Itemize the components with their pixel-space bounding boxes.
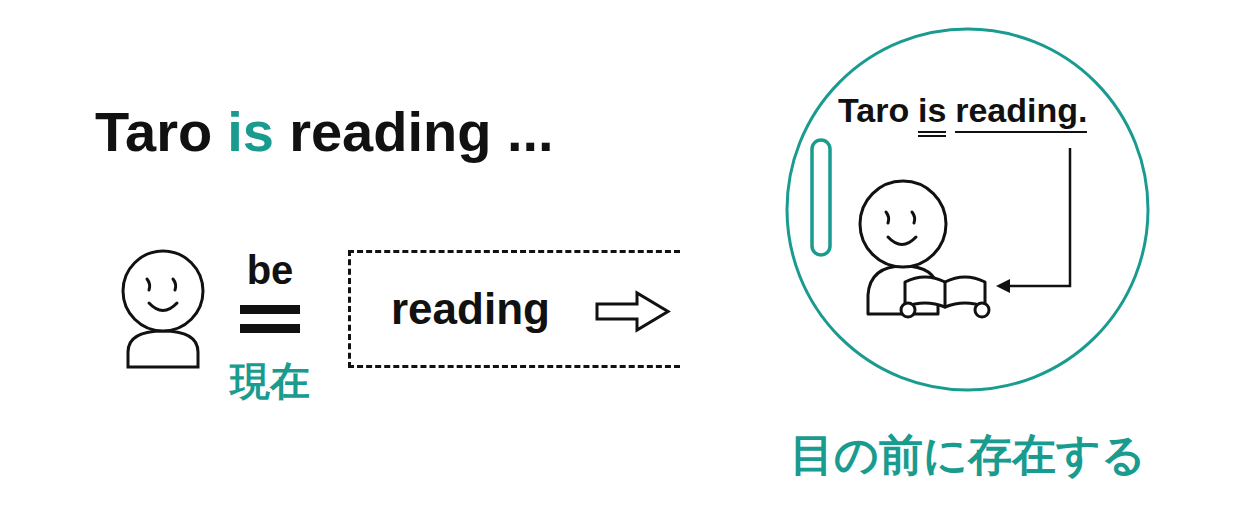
person-eye — [173, 279, 176, 290]
reader-eye — [886, 212, 889, 223]
person-smile — [149, 303, 177, 311]
open-book — [905, 277, 985, 307]
bracket-bar — [812, 140, 830, 255]
sentence-row: Taroisreading. — [838, 91, 1087, 137]
sentence-word: is — [918, 91, 946, 137]
equals-bar — [240, 305, 300, 314]
reader-head — [860, 181, 946, 267]
equals-bar — [240, 324, 300, 333]
book-spine — [944, 282, 947, 307]
reader-eye — [912, 212, 915, 223]
leader-line — [1008, 148, 1070, 286]
person-figure — [123, 251, 203, 367]
reader-smile — [888, 237, 916, 245]
heading-word: is — [227, 100, 274, 164]
tense-label: 現在 — [230, 358, 310, 404]
person-head — [123, 251, 203, 331]
heading-word: Taro — [95, 100, 212, 164]
reading-figure — [860, 181, 989, 317]
reader-hand — [901, 303, 915, 317]
box-text: reading — [391, 284, 550, 335]
meaning-caption: 目の前に存在する — [790, 430, 1146, 481]
outline-arrow — [597, 293, 668, 330]
sentence-word: reading. — [955, 91, 1087, 133]
dashed-box: reading — [348, 250, 680, 368]
circle-outline — [785, 27, 1150, 392]
scene-circle: Taroisreading. — [785, 27, 1150, 392]
heading-word: reading ... — [289, 100, 554, 164]
verb-label: be — [247, 247, 294, 293]
reader-hand — [975, 303, 989, 317]
person-body — [128, 331, 198, 367]
leader-arrowhead — [996, 279, 1010, 293]
circle-outline — [787, 29, 1148, 390]
sentence-word: Taro — [838, 91, 909, 131]
person-eye — [147, 279, 150, 290]
